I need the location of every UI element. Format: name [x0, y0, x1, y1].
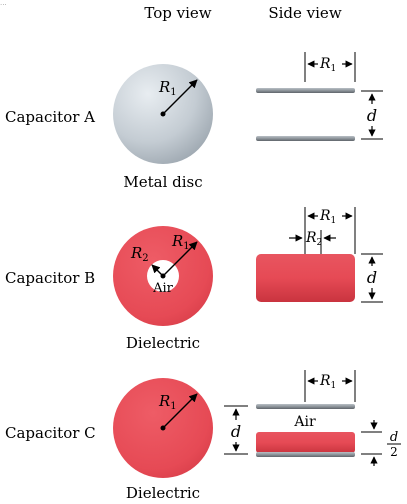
clipped-header-text: ... — [0, 0, 7, 7]
capacitor-b-r1-arrow — [162, 241, 198, 277]
capacitor-a-caption: Metal disc — [123, 173, 202, 191]
cap-c-d-label: d — [231, 422, 241, 441]
capacitor-c-r1-label: R1 — [158, 392, 177, 412]
cap-c-bottom-plate — [256, 452, 355, 457]
capacitor-a-label: Capacitor A — [5, 108, 95, 126]
capacitor-b-r2-arrow — [151, 264, 164, 277]
cap-b-dielectric-slab — [256, 254, 355, 302]
capacitor-a-radius-arrow — [162, 79, 198, 115]
cap-a-side-r1-label: R1 — [319, 56, 336, 74]
capacitor-a-r1-label: R1 — [158, 78, 177, 98]
capacitor-c-label: Capacitor C — [5, 424, 96, 442]
cap-a-d-label: d — [367, 106, 377, 125]
capacitor-b-r1-label: R1 — [171, 232, 190, 252]
side-view-header: Side view — [268, 4, 341, 22]
cap-c-top-plate — [256, 404, 355, 409]
capacitor-b-label: Capacitor B — [5, 269, 95, 287]
cap-c-half-denominator: 2 — [390, 445, 398, 459]
capacitor-c-radius-arrow — [162, 393, 198, 429]
capacitor-c-caption: Dielectric — [126, 484, 200, 502]
top-view-header: Top view — [144, 4, 211, 22]
capacitor-b-r2-label: R2 — [130, 244, 149, 264]
cap-c-air-gap-label: Air — [293, 414, 316, 430]
cap-a-bottom-plate — [256, 136, 355, 141]
cap-b-side-r1-label: R1 — [319, 208, 336, 226]
cap-a-top-plate — [256, 88, 355, 93]
cap-c-half-numerator: d — [390, 430, 398, 445]
cap-b-side-r2-label: R2 — [305, 230, 322, 248]
cap-c-dielectric-half — [256, 432, 355, 453]
capacitor-b-caption: Dielectric — [126, 334, 200, 352]
cap-c-side-r1-label: R1 — [319, 373, 336, 391]
cap-b-d-label: d — [367, 268, 377, 287]
capacitor-b-air-label: Air — [152, 281, 174, 296]
